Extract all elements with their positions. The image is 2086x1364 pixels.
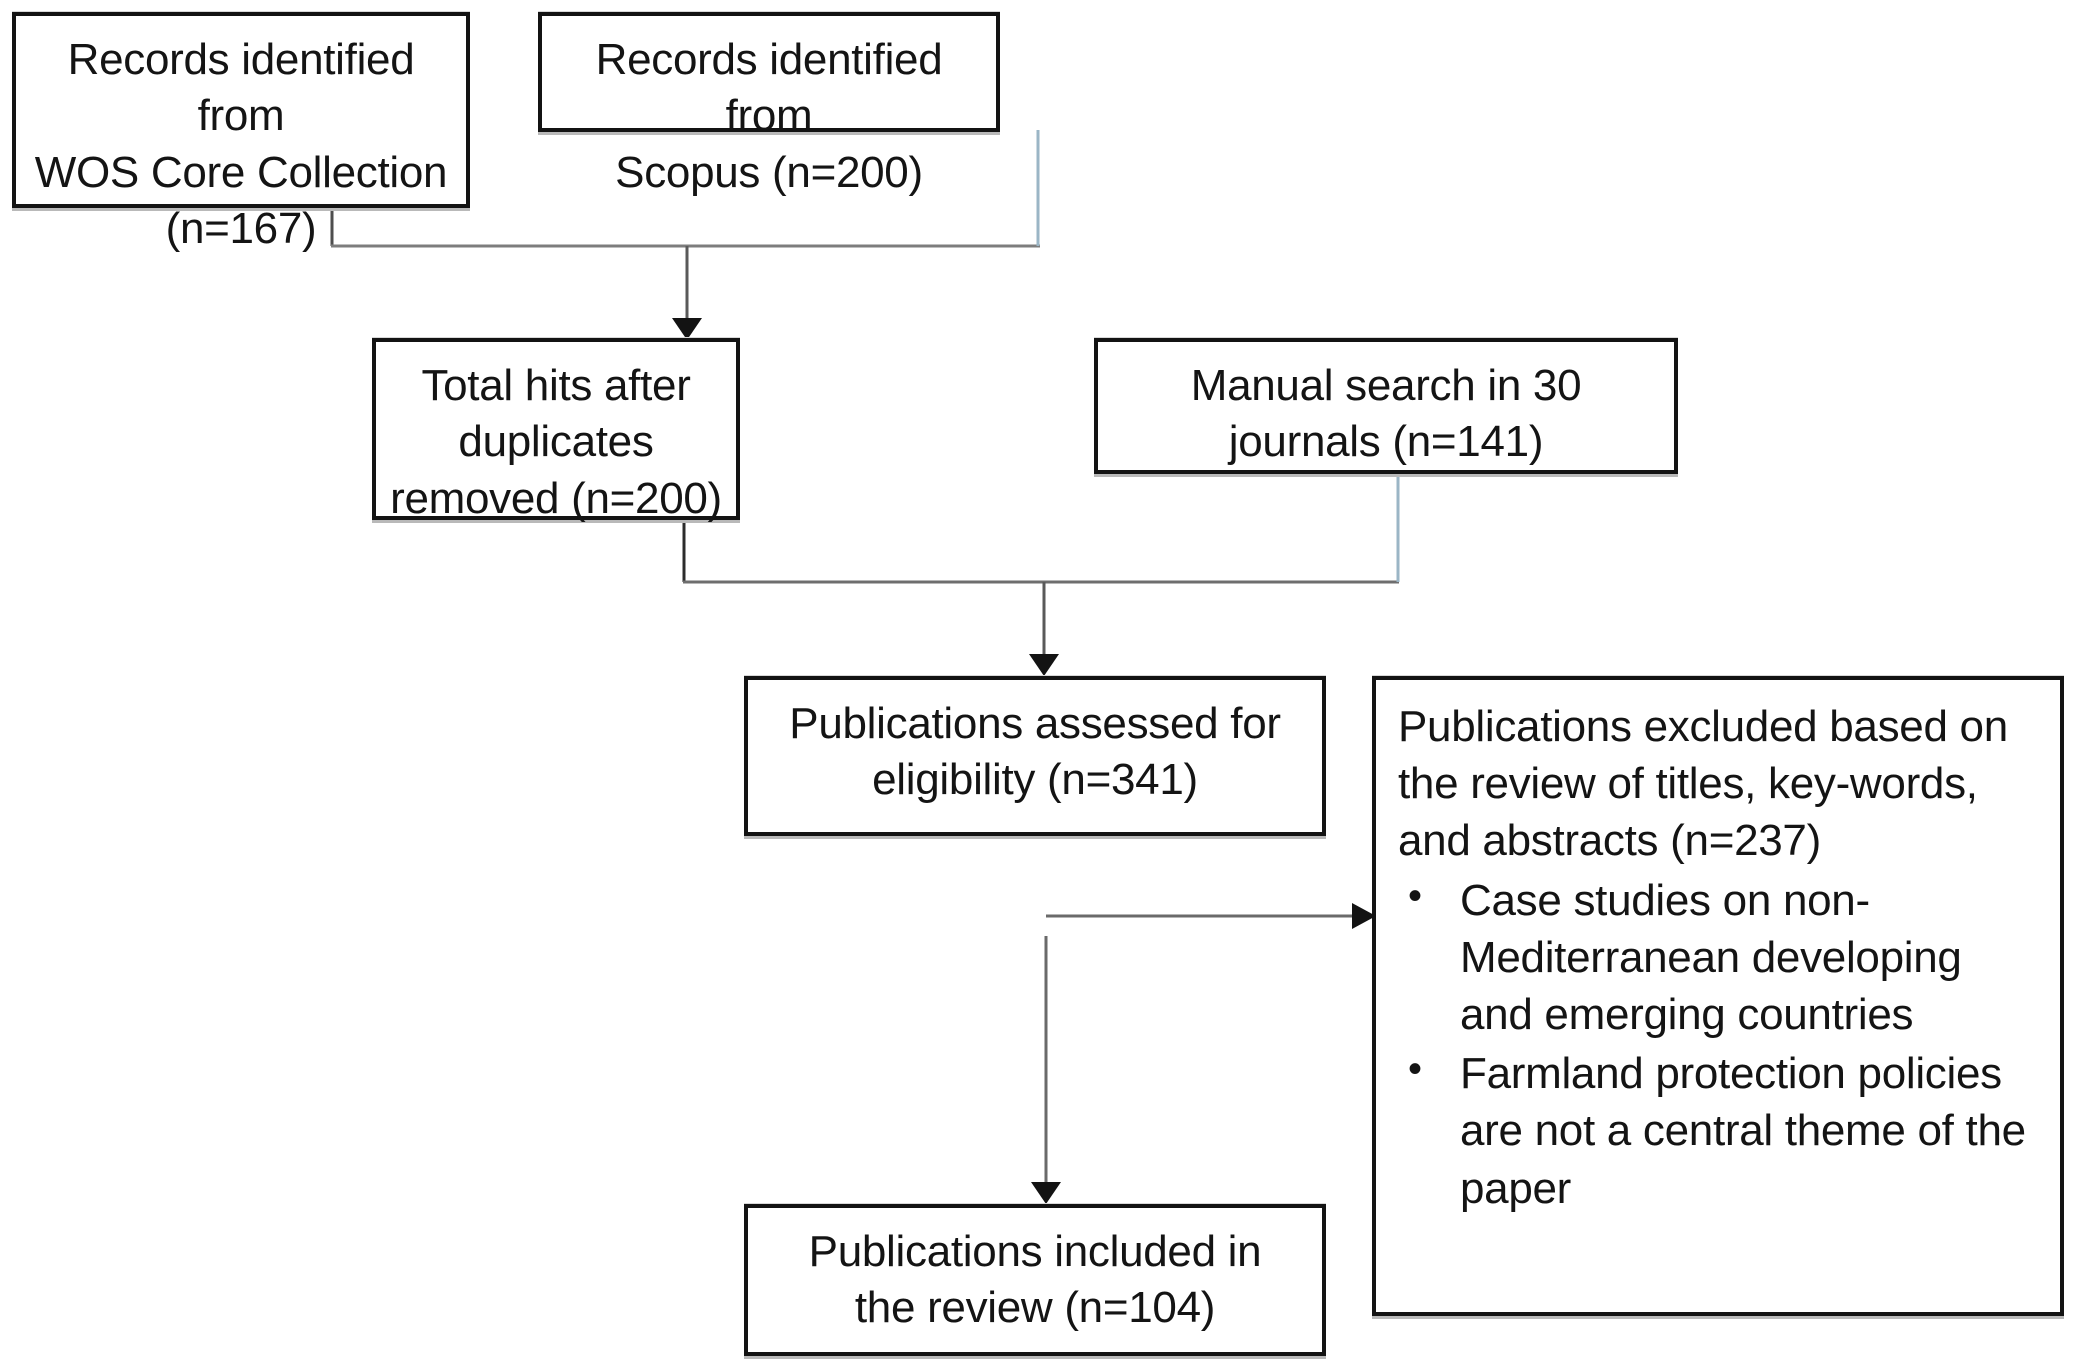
box-records-wos-text: Records identified from WOS Core Collect… [34, 35, 448, 253]
box-included: Publications included in the review (n=1… [744, 1204, 1326, 1356]
box-manual-search: Manual search in 30 journals (n=141) [1094, 338, 1678, 474]
box-total-hits: Total hits after duplicates removed (n=2… [372, 338, 740, 523]
box-records-scopus-text: Records identified from Scopus (n=200) [595, 35, 943, 197]
box-eligibility: Publications assessed for eligibility (n… [744, 676, 1326, 836]
arrow-into-total-hits [672, 246, 702, 340]
box-manual-search-text: Manual search in 30 journals (n=141) [1190, 361, 1582, 467]
excluded-reasons-list: Case studies on non-Mediterranean develo… [1398, 870, 2046, 1219]
box-excluded-lead-text: Publications excluded based on the revie… [1398, 702, 2008, 866]
box-records-scopus: Records identified from Scopus (n=200) [538, 12, 1000, 197]
arrow-into-excluded [1046, 903, 1376, 929]
box-records-wos: Records identified from WOS Core Collect… [12, 12, 470, 253]
box-total-hits-text: Total hits after duplicates removed (n=2… [390, 361, 722, 523]
box-included-text: Publications included in the review (n=1… [808, 1227, 1262, 1333]
excluded-reason-item: Case studies on non-Mediterranean develo… [1398, 870, 2046, 1044]
excluded-reason-item: Farmland protection policies are not a c… [1398, 1043, 2046, 1217]
box-eligibility-text: Publications assessed for eligibility (n… [789, 699, 1281, 805]
box-excluded: Publications excluded based on the revie… [1372, 676, 2064, 1316]
arrow-into-eligibility [1029, 582, 1059, 676]
arrow-into-included [1031, 936, 1061, 1204]
